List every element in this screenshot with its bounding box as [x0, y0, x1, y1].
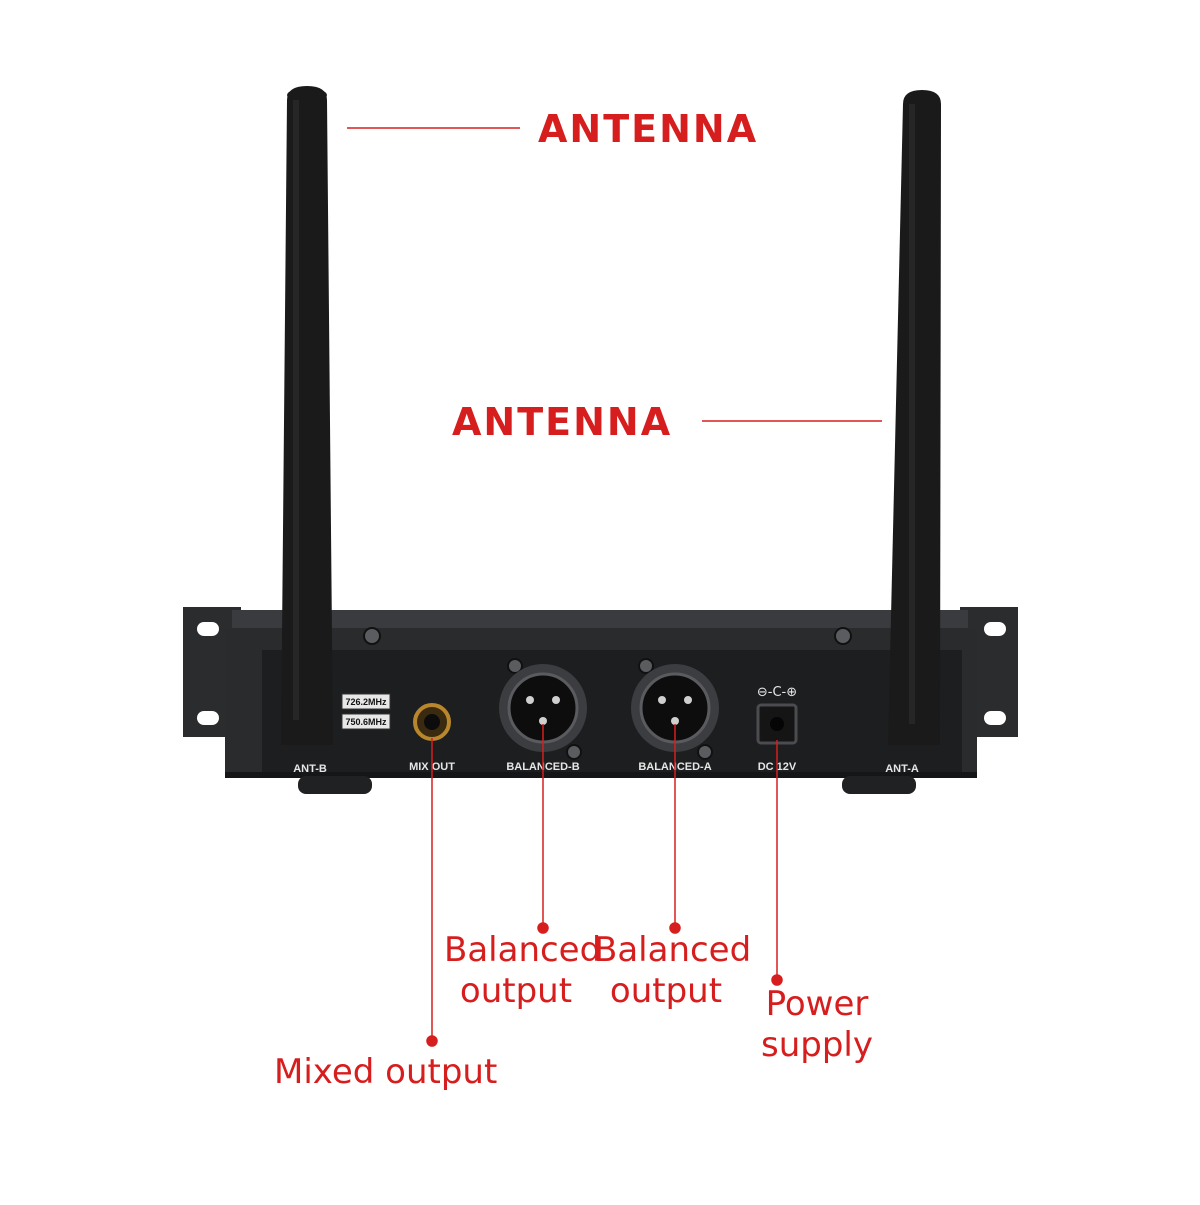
receiver-chassis: [225, 610, 977, 778]
antenna-left: [281, 86, 333, 745]
balanced-output-b-callout: Balanced output: [444, 930, 602, 1012]
balanced-output-a-callout: Balanced output: [594, 930, 752, 1012]
freq-label-2: 750.6MHz: [345, 717, 387, 727]
freq-label-1: 726.2MHz: [345, 697, 387, 707]
antenna-right: [888, 90, 941, 745]
mix-out-jack: [413, 703, 451, 741]
mixed-output-callout: Mixed output: [274, 1052, 498, 1092]
label-ant-b: ANT-B: [293, 763, 327, 775]
leader-lines: [347, 127, 882, 1047]
antenna-callout-top: ANTENNA: [538, 107, 759, 151]
frequency-stickers: 726.2MHz 750.6MHz: [341, 693, 391, 730]
label-ant-a: ANT-A: [885, 763, 919, 775]
panel-screws: [363, 627, 852, 760]
balanced-a-line-1: Balanced: [594, 930, 752, 970]
power-line-2: supply: [761, 1024, 873, 1065]
power-line-1: Power: [765, 984, 869, 1024]
rubber-feet: [298, 776, 916, 794]
polarity-symbol: ⊖-C-⊕: [757, 685, 797, 700]
dc-jack: ⊖-C-⊕: [756, 685, 798, 745]
xlr-balanced-b: [499, 664, 587, 752]
balanced-a-line-2: output: [609, 970, 723, 1011]
balanced-b-line-2: output: [459, 970, 573, 1011]
xlr-balanced-a: [631, 664, 719, 752]
balanced-b-line-1: Balanced: [444, 930, 602, 970]
power-supply-callout: Power supply: [758, 984, 876, 1066]
antenna-callout-middle: ANTENNA: [452, 400, 673, 444]
